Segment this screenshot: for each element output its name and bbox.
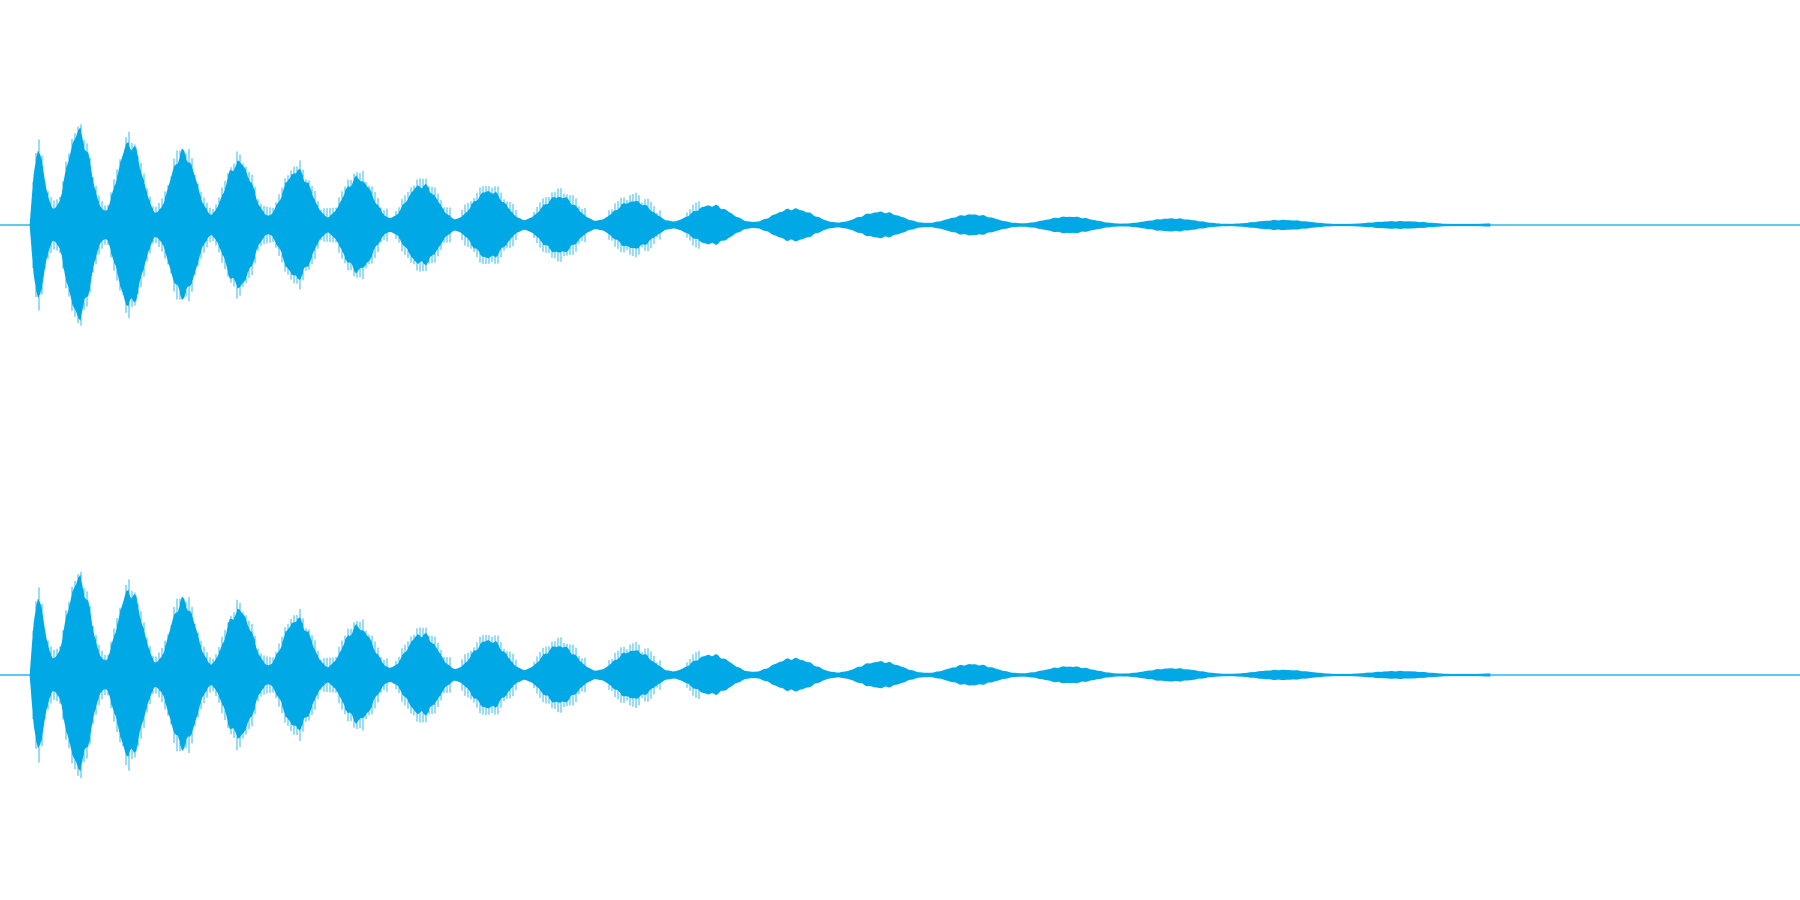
waveform-channel-left	[0, 124, 1800, 326]
waveform-channel-right	[0, 571, 1800, 779]
waveform-envelope	[29, 127, 1491, 321]
waveform-envelope	[29, 574, 1491, 772]
